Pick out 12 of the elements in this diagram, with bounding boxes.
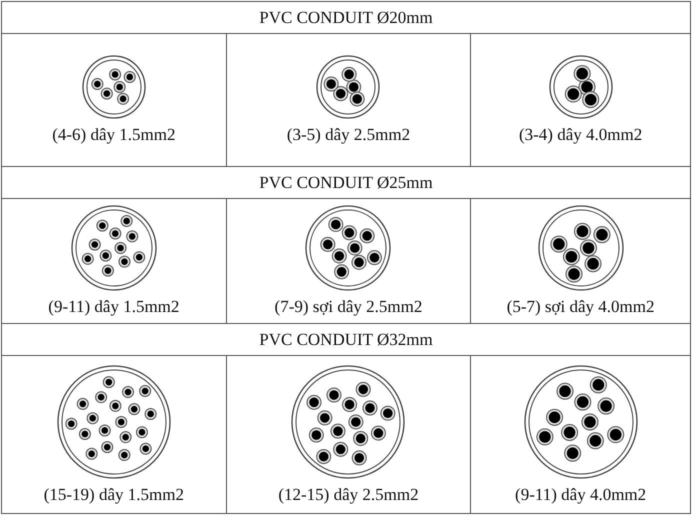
section-header: PVC CONDUIT Ø32mm: [259, 330, 433, 348]
wire-count-label: (3-5) dây 2.5mm2: [286, 125, 410, 145]
wire-count-label: (9-11) dây 4.0mm2: [515, 484, 646, 504]
wire-count-label: (12-15) dây 2.5mm2: [278, 484, 419, 504]
wire-count-label: (5-7) sợi dây 4.0mm2: [506, 297, 654, 317]
wire-count-label: (9-11) dây 1.5mm2: [48, 297, 180, 317]
wire-count-label: (3-4) dây 4.0mm2: [518, 125, 642, 145]
section-header: PVC CONDUIT Ø25mm: [259, 172, 433, 192]
wire-count-label: (4-6) dây 1.5mm2: [52, 125, 176, 145]
wire-count-label: (7-9) sợi dây 2.5mm2: [274, 297, 422, 317]
wire-count-label: (15-19) dây 1.5mm2: [44, 484, 184, 504]
section-header: PVC CONDUIT Ø20mm: [259, 8, 433, 26]
